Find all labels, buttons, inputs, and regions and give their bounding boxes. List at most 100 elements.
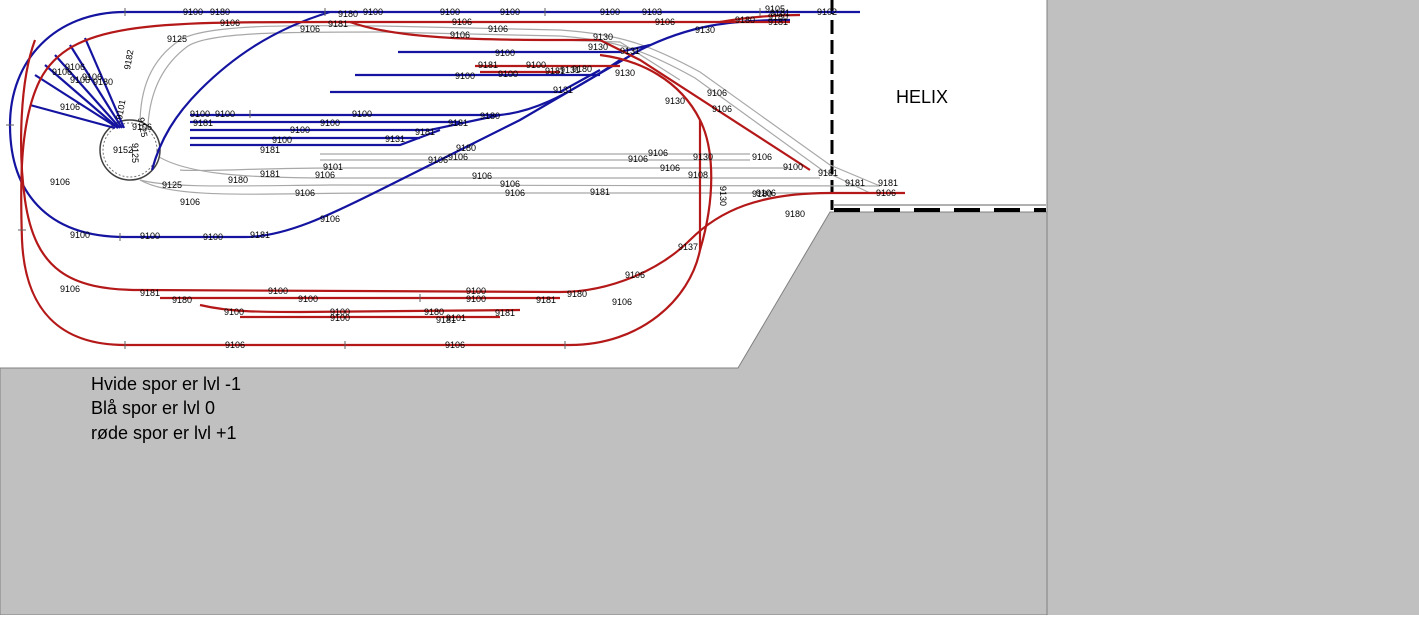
track-piece-label: 9180 bbox=[735, 15, 755, 25]
track-piece-label: 9101 bbox=[114, 99, 127, 120]
track-piece-label: 9100 bbox=[290, 125, 310, 135]
track-piece-label: 9130 bbox=[665, 96, 685, 106]
track-piece-label: 9101 bbox=[446, 313, 466, 323]
track-piece-label: 9106 bbox=[295, 188, 315, 198]
track-piece-label: 9130 bbox=[718, 186, 728, 206]
track-piece-label: 9100 bbox=[500, 7, 520, 17]
track-piece-label: 9100 bbox=[140, 231, 160, 241]
legend-white: Hvide spor er lvl -1 bbox=[91, 374, 242, 394]
track-piece-label: 9106 bbox=[628, 154, 648, 164]
track-piece-label: 9125 bbox=[130, 143, 140, 163]
track-piece-label: 9100 bbox=[526, 60, 546, 70]
track-piece-label: 9106 bbox=[756, 188, 776, 198]
track-piece-label: 9181 bbox=[818, 168, 838, 178]
track-piece-label: 9181 bbox=[193, 118, 213, 128]
track-piece-label: 9106 bbox=[612, 297, 632, 307]
track-piece-label: 9181 bbox=[328, 19, 348, 29]
track-piece-label: 9100 bbox=[330, 307, 350, 317]
helix-label: HELIX bbox=[896, 87, 949, 107]
track-piece-label: 9100 bbox=[466, 286, 486, 296]
track-piece-label: 9181 bbox=[448, 118, 468, 128]
track-piece-label: 9180 bbox=[752, 189, 772, 199]
track-piece-label: 9100 bbox=[215, 109, 235, 119]
track-piece-label: 9100 bbox=[272, 135, 292, 145]
track-piece-label: 9100 bbox=[600, 7, 620, 17]
track-piece-label: 9180 bbox=[480, 111, 500, 121]
track-piece-label: 9106 bbox=[448, 152, 468, 162]
track-piece-label: 9106 bbox=[488, 24, 508, 34]
track-piece-label: 9100 bbox=[190, 109, 210, 119]
track-piece-label: 9131 bbox=[560, 65, 580, 75]
track-piece-label: 9181 bbox=[250, 230, 270, 240]
track-piece-label: 9106 bbox=[225, 340, 245, 350]
track-piece-label: 9106 bbox=[315, 170, 335, 180]
track-piece-label: 9106 bbox=[648, 148, 668, 158]
track-piece-label: 9181 bbox=[495, 308, 515, 318]
track-piece-label: 9100 bbox=[363, 7, 383, 17]
track-piece-label: 9181 bbox=[536, 295, 556, 305]
track-piece-label: 9181 bbox=[770, 8, 790, 18]
legend-blue: Blå spor er lvl 0 bbox=[91, 398, 216, 418]
turntable bbox=[99, 119, 161, 181]
track-piece-label: 9181 bbox=[260, 145, 280, 155]
track-piece-label: 9181 bbox=[768, 17, 788, 27]
track-piece-label: 9100 bbox=[203, 232, 223, 242]
track-piece-label: 9130 bbox=[588, 42, 608, 52]
track-piece-label: 9100 bbox=[70, 230, 90, 240]
track-piece-label: 9106 bbox=[320, 214, 340, 224]
track-piece-label: 9131 bbox=[385, 134, 405, 144]
track-piece-label: 9181 bbox=[260, 169, 280, 179]
red-tracks bbox=[20, 13, 905, 347]
track-piece-label: 9130 bbox=[593, 32, 613, 42]
outside-area-right bbox=[1047, 0, 1419, 615]
track-piece-label: 9100 bbox=[466, 294, 486, 304]
track-piece-label: 9106 bbox=[712, 104, 732, 114]
track-piece-label: 9106 bbox=[472, 171, 492, 181]
track-piece-label: 9106 bbox=[752, 152, 772, 162]
track-piece-label: 9106 bbox=[450, 30, 470, 40]
track-piece-label: 9125 bbox=[136, 117, 149, 138]
track-piece-label: 9100 bbox=[224, 307, 244, 317]
track-piece-label: 9125 bbox=[167, 34, 187, 44]
track-piece-label: 9182 bbox=[122, 49, 135, 70]
track-piece-label: 9108 bbox=[688, 170, 708, 180]
track-piece-label: 9106 bbox=[82, 72, 102, 82]
track-piece-label: 9106 bbox=[505, 188, 525, 198]
track-piece-label: 9106 bbox=[132, 122, 152, 132]
track-piece-label: 9181 bbox=[140, 288, 160, 298]
track-piece-label: 9130 bbox=[695, 25, 715, 35]
track-piece-label: 9106 bbox=[50, 177, 70, 187]
track-piece-label: 9106 bbox=[625, 270, 645, 280]
track-piece-label: 9100 bbox=[330, 313, 350, 323]
track-piece-label: 9131 bbox=[553, 85, 573, 95]
track-piece-label: 9101 bbox=[323, 162, 343, 172]
track-piece-label: 9180 bbox=[785, 209, 805, 219]
track-piece-label: 9106 bbox=[707, 88, 727, 98]
track-piece-label: 9100 bbox=[352, 109, 372, 119]
track-piece-label: 9130 bbox=[693, 152, 713, 162]
track-piece-label: 9106 bbox=[52, 67, 72, 77]
track-piece-label: 9106 bbox=[500, 179, 520, 189]
track-piece-label: 9180 bbox=[228, 175, 248, 185]
track-piece-label: 9100 bbox=[183, 7, 203, 17]
track-piece-label: 9180 bbox=[572, 64, 592, 74]
track-piece-label: 9181 bbox=[436, 315, 456, 325]
track-piece-label: 9180 bbox=[456, 143, 476, 153]
track-piece-label: 9181 bbox=[878, 178, 898, 188]
track-piece-label: 9106 bbox=[300, 24, 320, 34]
track-piece-label: 9180 bbox=[172, 295, 192, 305]
track-joints bbox=[6, 8, 761, 349]
track-piece-label: 9106 bbox=[65, 62, 85, 72]
track-piece-label: 9180 bbox=[93, 77, 113, 87]
track-piece-label: 9106 bbox=[452, 17, 472, 27]
track-piece-label: 9181 bbox=[590, 187, 610, 197]
track-piece-label: 9105 bbox=[765, 4, 785, 14]
track-piece-label: 9106 bbox=[876, 188, 896, 198]
track-piece-label: 9106 bbox=[220, 18, 240, 28]
track-piece-label: 9131 bbox=[620, 46, 640, 56]
track-piece-label: 9152 bbox=[113, 145, 133, 155]
track-piece-label: 9100 bbox=[495, 48, 515, 58]
